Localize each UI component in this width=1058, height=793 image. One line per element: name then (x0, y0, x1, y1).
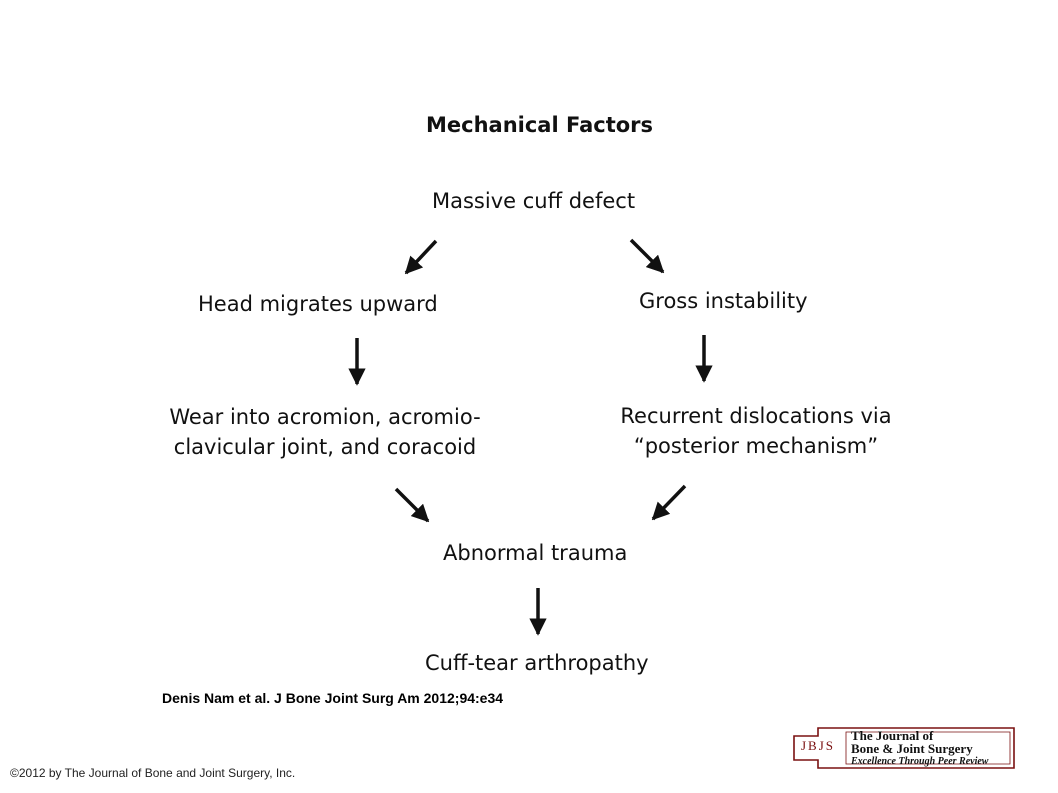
node-wear-line-2: clavicular joint, and coracoid (173, 435, 477, 459)
copyright-notice: ©2012 by The Journal of Bone and Joint S… (10, 766, 296, 780)
logo-text: The Journal of Bone & Joint Surgery Exce… (851, 729, 988, 768)
arrow-wear-to-abnormal-trauma (394, 487, 430, 523)
node-cuff-tear-arthropathy: Cuff-tear arthropathy (425, 651, 649, 675)
node-recurrent-line-2: “posterior mechanism” (633, 434, 879, 458)
citation: Denis Nam et al. J Bone Joint Surg Am 20… (162, 690, 504, 706)
jbjs-logo: JBJS The Journal of Bone & Joint Surgery… (790, 726, 1016, 770)
node-abnormal-trauma: Abnormal trauma (443, 541, 628, 565)
logo-tagline: Excellence Through Peer Review (851, 756, 989, 767)
node-head-migrates-upward: Head migrates upward (198, 292, 438, 316)
diagram-title: Mechanical Factors (426, 113, 654, 137)
node-recurrent-dislocations: Recurrent dislocations via “posterior me… (606, 401, 906, 461)
node-gross-instability: Gross instability (639, 289, 808, 313)
node-wear-line-1: Wear into acromion, acromio- (169, 405, 481, 429)
arrow-recurrent-to-abnormal-trauma (651, 484, 687, 521)
arrow-root-to-head-migrates (404, 239, 438, 275)
logo-frame (793, 727, 1015, 769)
arrow-root-to-gross-instability (629, 238, 665, 274)
node-recurrent-line-1: Recurrent dislocations via (620, 404, 892, 428)
node-massive-cuff-defect: Massive cuff defect (432, 189, 636, 213)
logo-abbreviation: JBJS (800, 738, 836, 753)
logo-line-2: Bone & Joint Surgery (851, 741, 973, 756)
logo-line-1: The Journal of (851, 728, 934, 743)
node-wear-into-acromion: Wear into acromion, acromio- clavicular … (160, 402, 490, 462)
